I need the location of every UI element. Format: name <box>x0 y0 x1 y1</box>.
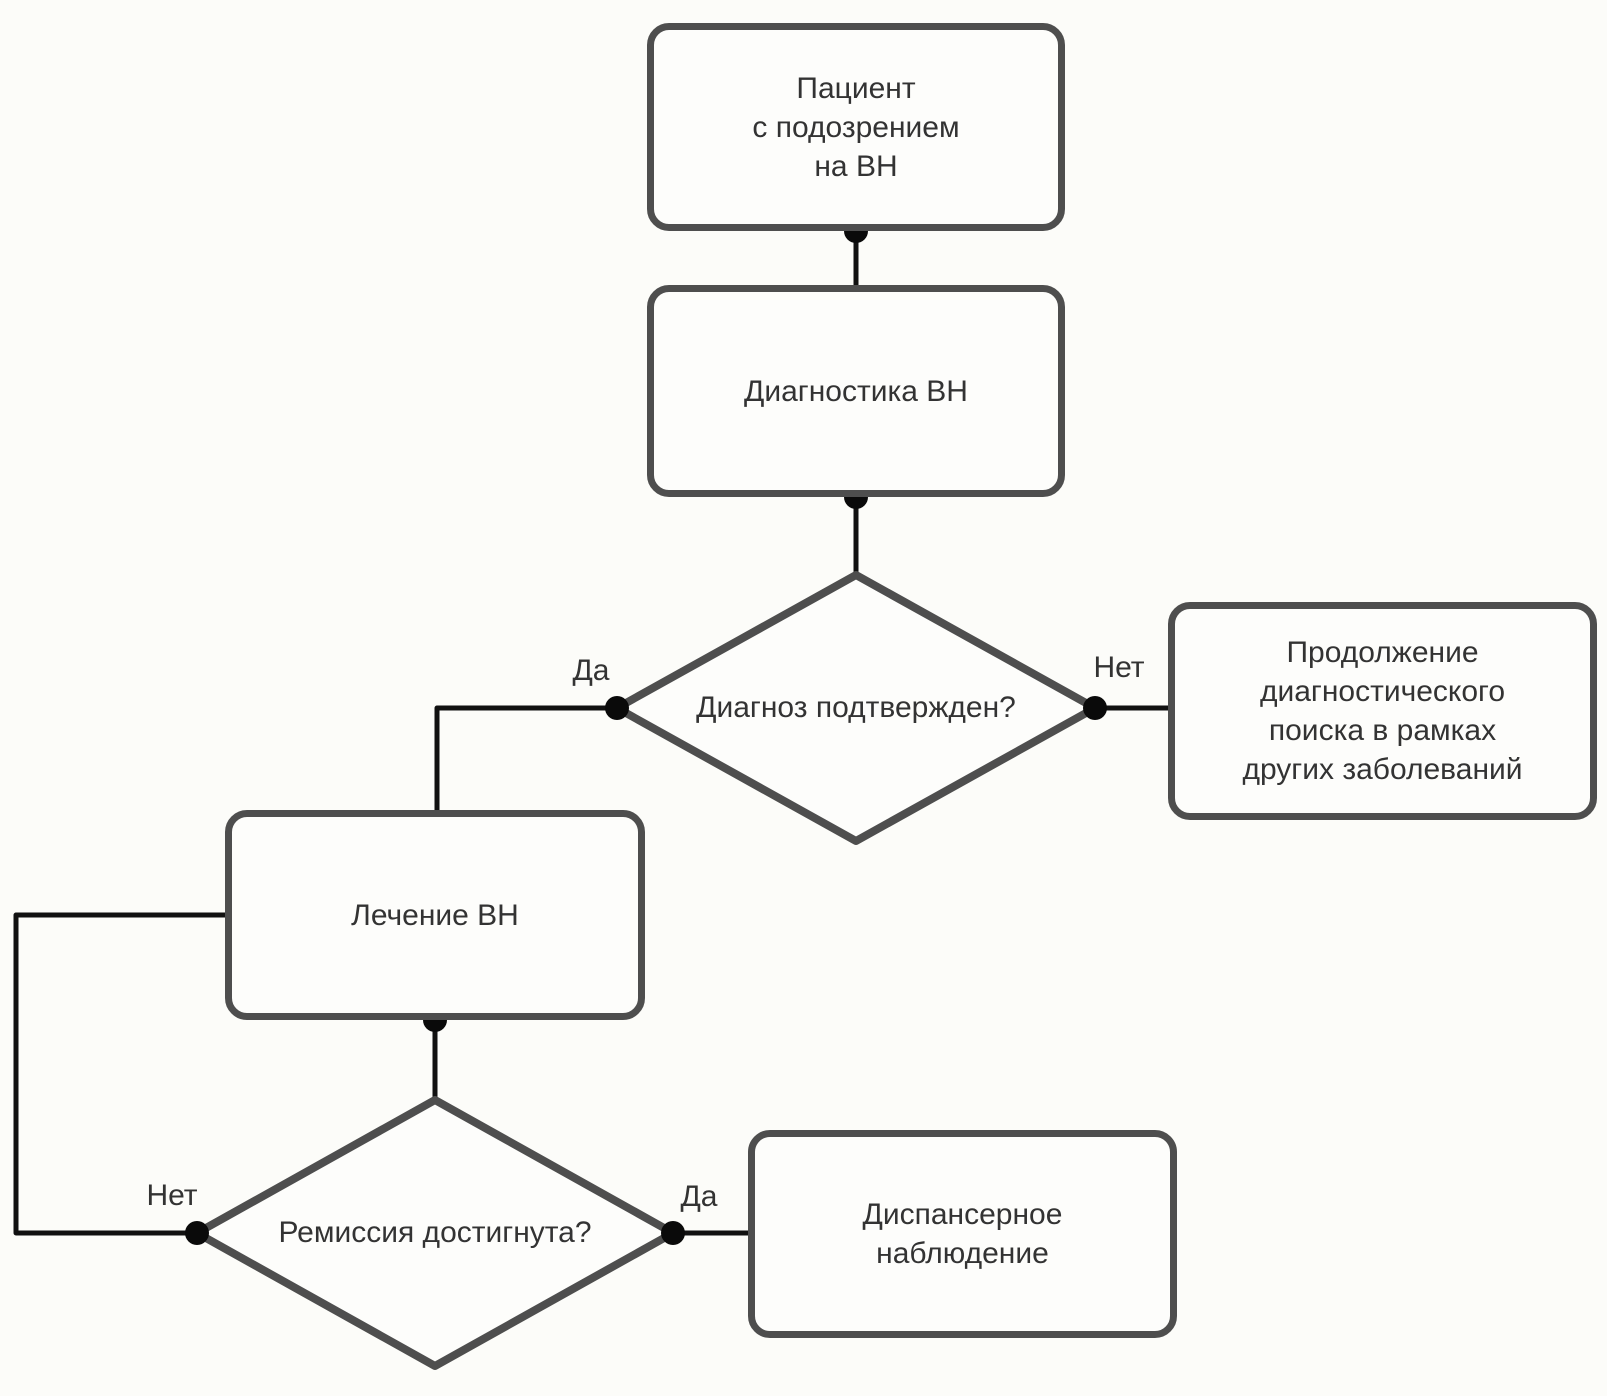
connector-dot <box>1083 696 1107 720</box>
node-treatment: Лечение ВН <box>225 810 645 1020</box>
edge-label-diagnosis-no: Нет <box>1093 651 1145 684</box>
edge-remission-no-loop-to-treatment <box>13 912 227 1236</box>
connector-dot <box>185 1221 209 1245</box>
node-patient-label: Пациент с подозрением на ВН <box>752 71 960 183</box>
node-continue-diagnostic-search: Продолжение диагностического поиска в ра… <box>1168 602 1597 820</box>
node-diagnostics: Диагностика ВН <box>647 285 1065 497</box>
decision-remission-achieved-shape <box>193 1096 677 1370</box>
node-dispensary-observation-label: Диспансерное наблюдение <box>862 1198 1063 1270</box>
node-patient: Пациент с подозрением на ВН <box>647 23 1065 231</box>
decision-diagnosis-confirmed-shape <box>613 571 1099 845</box>
connector-dot <box>605 696 629 720</box>
connector-dot <box>661 1221 685 1245</box>
edge-label-remission-yes: Да <box>680 1180 718 1213</box>
edge-decision-yes-to-treatment <box>434 705 617 814</box>
decision-diagnosis-confirmed-label: Диагноз подтвержден? <box>696 691 1016 724</box>
node-treatment-label: Лечение ВН <box>351 898 519 932</box>
node-continue-diagnostic-search-label: Продолжение диагностического поиска в ра… <box>1242 636 1523 786</box>
node-diagnostics-label: Диагностика ВН <box>744 374 968 408</box>
edge-label-diagnosis-yes: Да <box>572 654 610 687</box>
edge-label-remission-no: Нет <box>146 1179 198 1212</box>
node-dispensary-observation: Диспансерное наблюдение <box>748 1130 1177 1338</box>
decision-remission-achieved-label: Ремиссия достигнута? <box>278 1216 592 1249</box>
